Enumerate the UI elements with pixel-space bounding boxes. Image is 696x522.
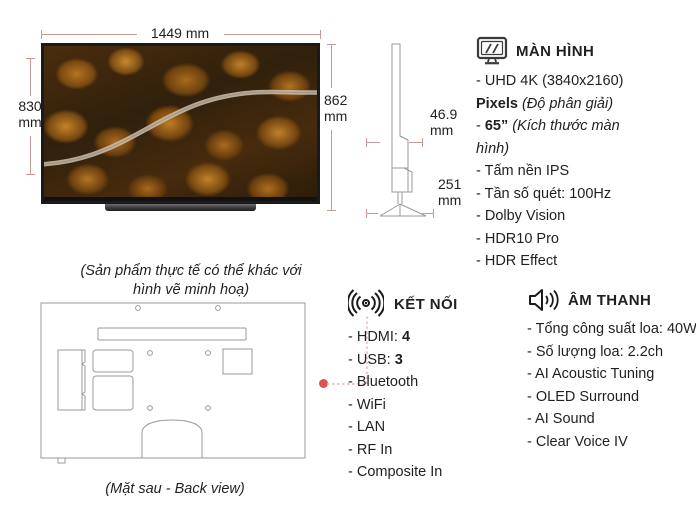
connectivity-spec-item: - WiFi <box>348 396 386 413</box>
height-right-value: 862 <box>324 92 348 108</box>
height-left-dim-line-bottom <box>30 136 31 174</box>
connectivity-anchor-dot <box>319 379 328 388</box>
tv-bottom-bezel <box>44 197 317 201</box>
depth-dim-line-right <box>409 142 423 143</box>
width-dim-line-right <box>224 34 320 35</box>
connectivity-spec-title: KẾT NỐI <box>394 295 458 313</box>
stand-depth-unit: mm <box>438 192 462 208</box>
hdmi-label: - HDMI: <box>348 329 402 345</box>
hdmi-count: 4 <box>401 329 411 345</box>
display-pixels-label: Pixels <box>476 95 518 112</box>
screen-road-overlay <box>44 89 317 167</box>
audio-spec-item: - AI Acoustic Tuning <box>527 366 655 382</box>
usb-count: 3 <box>394 351 403 368</box>
spec-block-connectivity: KẾT NỐI - HDMI: 4 - USB: 3 - Bluetooth -… <box>346 286 508 484</box>
tv-side-view <box>379 43 427 217</box>
depth-tick-left <box>366 138 367 147</box>
connectivity-spec-header: KẾT NỐI <box>346 286 508 322</box>
connectivity-spec-item: - HDMI: 4 <box>348 326 508 349</box>
connectivity-spec-item: - Composite In <box>348 464 443 480</box>
display-spec-item: - UHD 4K (3840x2160) <box>476 73 624 89</box>
audio-spec-item: - Tổng công suất loa: 40W <box>527 321 696 337</box>
connectivity-connector-line <box>327 314 368 385</box>
display-spec-item: - 65” (Kích thước màn <box>476 115 692 138</box>
height-left-dim-label: 830 mm <box>4 98 56 130</box>
height-left-dim-line-top <box>30 58 31 96</box>
display-pixels-note: (Độ phân giải) <box>517 95 614 112</box>
display-spec-item: Pixels (Độ phân giải) <box>476 93 692 116</box>
depth-unit: mm <box>430 122 454 138</box>
width-dim-tick-right <box>320 30 321 39</box>
width-dim-line-left <box>41 34 137 35</box>
display-spec-item: - Tấm nền IPS <box>476 163 570 179</box>
stand-depth-value: 251 <box>438 176 462 192</box>
display-spec-item: hình) <box>476 140 510 157</box>
front-view-note: (Sản phẩm thực tế có thể khác với hình v… <box>46 262 336 300</box>
audio-spec-header: ÂM THANH <box>527 286 696 314</box>
audio-spec-title: ÂM THANH <box>568 291 652 309</box>
monitor-icon <box>476 36 508 66</box>
display-size-prefix: - <box>476 118 485 134</box>
depth-dim-label: 46.9 mm <box>430 106 486 138</box>
front-note-line1: (Sản phẩm thực tế có thể khác với <box>80 263 302 279</box>
audio-spec-list: - Tổng công suất loa: 40W - Số lượng loa… <box>527 318 696 453</box>
stand-depth-dim-label: 251 mm <box>438 176 494 208</box>
tv-screen-image <box>44 46 317 201</box>
depth-value: 46.9 <box>430 106 458 122</box>
height-left-tick-bottom <box>26 174 35 175</box>
height-right-dim-line-top <box>331 44 332 88</box>
stand-depth-dim-line-right <box>420 213 434 214</box>
connectivity-spec-item: - LAN <box>348 419 386 435</box>
tv-stand-foot <box>105 204 256 211</box>
back-view-caption: (Mặt sau - Back view) <box>105 481 245 497</box>
height-right-dim-label: 862 mm <box>324 92 374 124</box>
height-right-tick-top <box>327 44 336 45</box>
display-spec-list: - UHD 4K (3840x2160) Pixels (Độ phân giả… <box>476 70 692 273</box>
front-note-line2: hình vẽ minh hoạ) <box>132 282 250 298</box>
height-right-unit: mm <box>324 108 348 124</box>
connectivity-spec-item: - USB: 3 <box>348 349 508 372</box>
audio-spec-item: - AI Sound <box>527 411 595 427</box>
width-dim-label: 1449 mm <box>150 25 210 41</box>
display-spec-title: MÀN HÌNH <box>516 42 595 60</box>
connectivity-spec-item: - RF In <box>348 441 393 458</box>
depth-tick-right <box>422 138 423 147</box>
usb-label: - USB: <box>348 351 395 368</box>
audio-spec-item: - Số lượng loa: 2.2ch <box>527 343 664 360</box>
spec-block-audio: ÂM THANH - Tổng công suất loa: 40W - Số … <box>527 286 696 453</box>
display-spec-header: MÀN HÌNH <box>476 36 692 66</box>
height-left-unit: mm <box>18 114 42 130</box>
signal-waves-icon <box>346 286 386 322</box>
connectivity-spec-item: - Bluetooth <box>348 374 419 390</box>
speaker-icon <box>527 286 561 314</box>
display-size-note: (Kích thước màn <box>508 118 620 134</box>
spec-block-display: MÀN HÌNH - UHD 4K (3840x2160) Pixels (Độ… <box>476 36 692 273</box>
display-spec-item: - HDR10 Pro <box>476 230 559 247</box>
stand-depth-dim-line-left <box>366 213 378 214</box>
audio-spec-item: - Clear Voice IV <box>527 433 628 450</box>
tv-back-view <box>40 302 306 464</box>
display-spec-item: - Dolby Vision <box>476 208 566 224</box>
height-right-tick-bottom <box>327 210 336 211</box>
tv-front-view <box>41 43 320 204</box>
stand-depth-tick-right <box>433 209 434 218</box>
height-left-value: 830 <box>18 98 42 114</box>
audio-spec-item: - OLED Surround <box>527 388 640 405</box>
depth-dim-line-left <box>366 142 380 143</box>
display-spec-item: - HDR Effect <box>476 253 558 269</box>
height-left-tick-top <box>26 58 35 59</box>
display-spec-item: - Tần số quét: 100Hz <box>476 185 612 202</box>
stand-depth-tick-left <box>366 209 367 218</box>
connectivity-spec-list: - HDMI: 4 - USB: 3 - Bluetooth - WiFi - … <box>348 326 508 484</box>
height-right-dim-line-bottom <box>331 130 332 210</box>
display-size-value: 65” <box>484 118 509 134</box>
